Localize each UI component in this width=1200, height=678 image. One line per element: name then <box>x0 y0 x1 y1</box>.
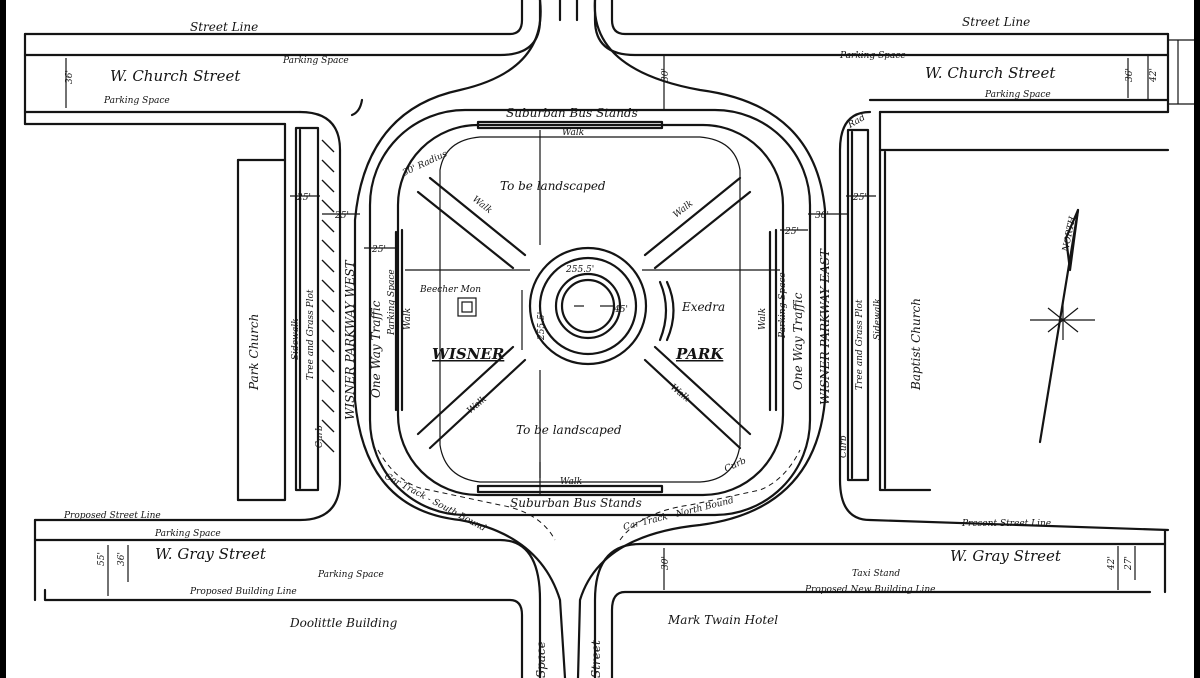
dim-30-c: 30' <box>661 556 671 570</box>
beecher-monument-label: Beecher Mon <box>419 285 481 295</box>
proposed-street-line-left: Proposed Street Line <box>63 511 161 521</box>
gray-street-label-right: W. Gray Street <box>950 547 1062 565</box>
curb-hatching-west <box>321 139 335 453</box>
curb-west: Curb <box>315 425 325 448</box>
gray-street-label-left: W. Gray Street <box>155 545 267 563</box>
church-street-label-left: W. Church Street <box>110 67 241 85</box>
walk-w: Walk <box>403 308 413 330</box>
gray-street-east-block <box>593 528 1167 678</box>
walk-bottom: Walk <box>560 477 582 487</box>
dim-25-b: 25' <box>334 211 349 221</box>
parking-space-church-top-right: Parking Space <box>839 51 906 61</box>
parkway-east-label: WISNER PARKWAY EAST <box>818 248 832 405</box>
circle-dimension-vertical: 255.5' <box>537 312 547 341</box>
parking-space-parkway-east: Parking Space <box>778 272 788 339</box>
church-street-east-block <box>593 0 1200 114</box>
tree-grass-plot-west: Tree and Grass Plot <box>306 289 316 380</box>
landscape-label-top: To be landscaped <box>500 179 606 193</box>
dim-church-right: 36' <box>1125 68 1135 82</box>
doolittle-building-label: Doolittle Building <box>289 616 398 630</box>
edge-label-bottom-right: Street <box>589 640 603 678</box>
gray-street-west-block <box>33 518 542 678</box>
one-way-traffic-west: One Way Traffic <box>369 300 383 398</box>
park-name-left: WISNER <box>432 345 504 363</box>
dim-25-c: 25' <box>371 245 386 255</box>
curb-se-label: Curb <box>723 456 748 475</box>
edge-labels: Space Street <box>534 640 603 678</box>
parkway-east <box>838 110 1170 532</box>
tree-grass-plot-east: Tree and Grass Plot <box>855 299 865 390</box>
dim-30-a: 30' <box>815 211 829 221</box>
park-labels: WISNER PARK To be landscaped To be lands… <box>401 106 768 510</box>
dim-church-left: 36' <box>65 70 75 84</box>
street-line-label-left: Street Line <box>190 20 258 34</box>
dim-rad: Rad <box>846 113 868 131</box>
bus-stands-top: Suburban Bus Stands <box>506 106 638 120</box>
present-street-line-right: Present Street Line <box>961 519 1051 529</box>
dimension-lines <box>290 55 848 478</box>
park-church-label: Park Church <box>247 314 261 391</box>
bus-stands-bottom: Suburban Bus Stands <box>510 496 642 510</box>
sidewalk-west: Sidewalk <box>291 318 301 360</box>
parkway-labels: WISNER PARKWAY WEST WISNER PARKWAY EAST … <box>291 248 883 458</box>
proposed-building-line-right: Proposed New Building Line <box>804 585 936 595</box>
dim-gray-right-inner: 27' <box>1124 556 1134 571</box>
parkway-west <box>33 98 364 522</box>
street-labels: Street Line Street Line W. Church Street… <box>63 15 1062 597</box>
dim-25-d: 25' <box>784 227 799 237</box>
exedra-label: Exedra <box>681 300 725 314</box>
parking-space-parkway-west: Parking Space <box>387 269 397 336</box>
mark-twain-hotel-label: Mark Twain Hotel <box>667 613 778 627</box>
inner-circle-dimension: 45' <box>613 305 628 315</box>
dim-25-e: 25' <box>852 193 867 203</box>
dim-gray-right-outer: 42' <box>1107 556 1117 571</box>
dim-gray-left-outer: 55' <box>97 552 107 566</box>
curb-east: Curb <box>839 435 849 458</box>
parking-space-gray-top-left: Parking Space <box>154 529 221 539</box>
north-arrow-icon <box>1030 208 1095 444</box>
parkway-west-label: WISNER PARKWAY WEST <box>343 259 357 420</box>
walk-top: Walk <box>562 128 584 138</box>
sidewalk-east: Sidewalk <box>873 298 883 340</box>
dim-30-b: 30' <box>661 68 671 82</box>
dim-25-a: 25' <box>296 193 311 203</box>
dim-church-far: 42' <box>1149 68 1159 83</box>
circle-dimension-horizontal: 255.5' <box>565 265 594 275</box>
dim-gray-left-inner: 36' <box>117 552 127 566</box>
church-street-label-right: W. Church Street <box>925 64 1056 82</box>
walk-e: Walk <box>758 308 768 330</box>
building-labels: Park Church Baptist Church Doolittle Bui… <box>247 298 923 630</box>
proposed-building-line-left: Proposed Building Line <box>189 587 297 597</box>
baptist-church-label: Baptist Church <box>909 298 923 391</box>
park-interior <box>394 120 780 495</box>
parking-space-church-bottom-left: Parking Space <box>103 96 170 106</box>
park-name-right: PARK <box>675 345 724 363</box>
taxi-stand-label: Taxi Stand <box>852 569 900 579</box>
parking-space-church-top-left: Parking Space <box>282 56 349 66</box>
street-line-label-right: Street Line <box>962 15 1030 29</box>
one-way-traffic-east: One Way Traffic <box>791 292 805 390</box>
parking-space-church-bottom-right: Parking Space <box>984 90 1051 100</box>
landscape-label-bottom: To be landscaped <box>516 423 622 437</box>
park-loop-road <box>353 0 827 678</box>
parking-space-gray-bottom-left: Parking Space <box>317 570 384 580</box>
edge-label-bottom-left: Space <box>534 641 548 678</box>
